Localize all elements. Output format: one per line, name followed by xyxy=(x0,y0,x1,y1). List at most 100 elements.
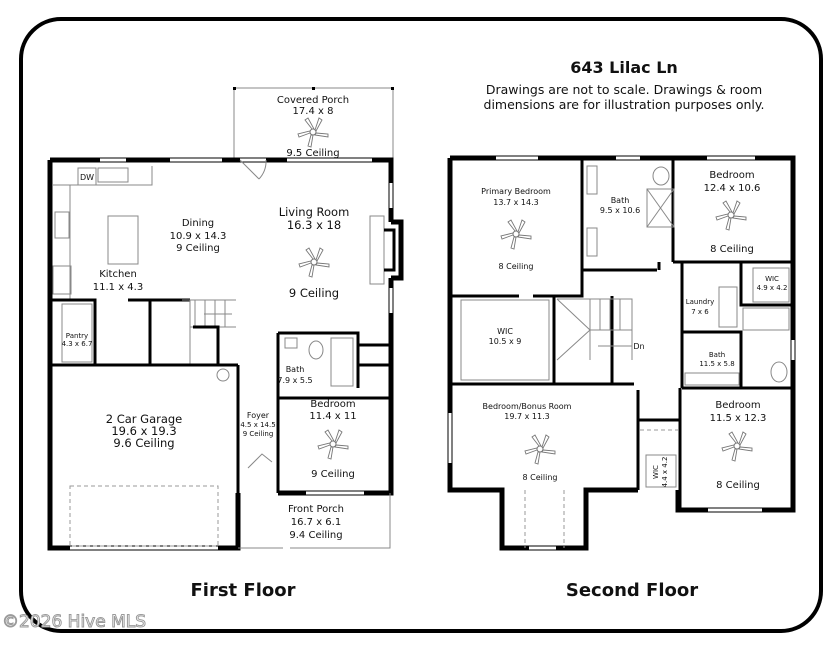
wic-primary-name: WIC xyxy=(497,327,513,336)
pantry-size: 4.3 x 6.7 xyxy=(62,340,93,348)
interior-walls xyxy=(580,158,793,272)
front-porch-ceiling: 9.4 Ceiling xyxy=(289,530,342,541)
first-floor-label: First Floor xyxy=(190,580,295,601)
wic-ne-size: 4.9 x 4.2 xyxy=(757,284,788,292)
covered-porch-ceiling: 9.5 Ceiling xyxy=(286,148,339,159)
bonus-room-size: 19.7 x 11.3 xyxy=(504,412,549,421)
disclaimer-line-1: Drawings are not to scale. Drawings & ro… xyxy=(486,82,762,97)
disclaimer-line-2: dimensions are for illustration purposes… xyxy=(484,97,765,112)
bath-size: 7.9 x 5.5 xyxy=(277,376,312,385)
fireplace-hearth xyxy=(369,215,385,285)
dishwasher-label: DW xyxy=(80,173,94,182)
watermark: ©2026 Hive MLS xyxy=(2,612,146,632)
bedroom-ceiling: 9 Ceiling xyxy=(311,469,355,480)
covered-porch-size: 17.4 x 8 xyxy=(293,106,334,117)
bedroom-ne-ceiling: 8 Ceiling xyxy=(710,244,754,255)
bathtub xyxy=(330,337,354,387)
toilet xyxy=(308,340,324,360)
wic-se-size: 4.4 x 4.2 xyxy=(661,457,669,488)
wic-se-label-group: WIC 4.4 x 4.2 xyxy=(652,457,669,488)
bedroom-se-name: Bedroom xyxy=(715,400,760,411)
refrigerator xyxy=(52,265,72,295)
laundry-size: 7 x 6 xyxy=(691,308,709,316)
living-room-ceiling: 9 Ceiling xyxy=(289,286,339,300)
bath-bedroom-walls xyxy=(236,331,390,493)
stairs-down-label: Dn xyxy=(633,342,644,351)
laundry-name: Laundry xyxy=(686,298,715,306)
closet-shelving xyxy=(752,267,790,303)
porch-post xyxy=(391,87,394,90)
garage-size: 19.6 x 19.3 xyxy=(111,424,176,438)
second-floor-plan: Primary Bedroom 13.7 x 14.3 8 Ceiling Ba… xyxy=(447,155,796,551)
dining-name: Dining xyxy=(182,218,214,229)
primary-bath-name: Bath xyxy=(611,196,630,205)
foyer-name: Foyer xyxy=(247,411,270,420)
toilet xyxy=(770,361,788,383)
primary-bedroom-name: Primary Bedroom xyxy=(481,187,551,196)
dashed-outlines xyxy=(524,429,678,548)
interior-walls xyxy=(636,388,682,510)
hall-bath-size: 11.5 x 5.8 xyxy=(699,360,734,368)
ceiling-fan-icon xyxy=(317,429,349,460)
double-vanity xyxy=(684,372,740,386)
toilet xyxy=(652,166,670,186)
first-floor-plan: DW Covered Porch 17.4 x 8 9.5 Ceiling Di… xyxy=(47,87,404,551)
primary-bedroom-size: 13.7 x 14.3 xyxy=(493,198,538,207)
ceiling-fan-icon xyxy=(500,219,532,250)
interior-walls xyxy=(450,270,634,386)
garage-ceiling: 9.6 Ceiling xyxy=(113,436,174,450)
bedroom-se-ceiling: 8 Ceiling xyxy=(716,480,760,491)
bathtub xyxy=(742,307,790,331)
foyer-size: 4.5 x 14.5 xyxy=(240,421,275,429)
kitchen-counters xyxy=(53,166,153,300)
covered-porch-name: Covered Porch xyxy=(277,95,349,106)
washer-dryer xyxy=(718,286,738,328)
ceiling-fan-icon xyxy=(298,247,330,278)
living-room-size: 16.3 x 18 xyxy=(287,218,341,232)
stairs xyxy=(556,298,633,361)
front-porch-name: Front Porch xyxy=(288,504,344,515)
bedroom-name: Bedroom xyxy=(310,399,355,410)
foyer-ceiling: 9 Ceiling xyxy=(243,430,274,438)
interior-walls xyxy=(680,262,793,390)
water-heater xyxy=(216,368,230,382)
fireplace-bump xyxy=(391,219,404,281)
address-title: 643 Lilac Ln xyxy=(570,58,678,77)
range xyxy=(54,211,70,239)
fireplace xyxy=(384,228,396,272)
bedroom-ne-size: 12.4 x 10.6 xyxy=(704,183,761,194)
ceiling-fan-icon xyxy=(715,200,747,231)
front-porch-size: 16.7 x 6.1 xyxy=(291,517,341,528)
garage-door-outline xyxy=(69,485,219,547)
kitchen-sink xyxy=(97,167,129,183)
wic-se-name: WIC xyxy=(652,465,660,479)
dining-ceiling: 9 Ceiling xyxy=(176,243,220,254)
vanity-sink xyxy=(586,227,598,257)
bedroom-se-size: 11.5 x 12.3 xyxy=(710,413,767,424)
pantry-shelving xyxy=(61,303,93,363)
stairs xyxy=(182,299,236,365)
bath-name: Bath xyxy=(286,365,305,374)
bath-sink xyxy=(284,337,298,349)
closet-shelving xyxy=(645,454,677,488)
second-floor-exterior-walls xyxy=(447,155,796,551)
porch-post xyxy=(233,87,236,90)
ceiling-fan-icon xyxy=(721,431,753,462)
stair-walls xyxy=(193,325,220,365)
sheet-border xyxy=(19,17,823,633)
bedroom-size: 11.4 x 11 xyxy=(309,411,356,422)
bonus-room-name: Bedroom/Bonus Room xyxy=(483,402,572,411)
ceiling-fan-icon xyxy=(297,117,329,148)
vanity-sink xyxy=(586,165,598,195)
kitchen-name: Kitchen xyxy=(99,269,137,280)
porch-door-swing xyxy=(239,159,267,180)
primary-bath-size: 9.5 x 10.6 xyxy=(600,206,640,215)
primary-bedroom-ceiling: 8 Ceiling xyxy=(499,262,534,271)
front-door-swing xyxy=(247,453,273,469)
dining-size: 10.9 x 14.3 xyxy=(170,231,227,242)
living-room-name: Living Room xyxy=(279,205,350,219)
second-floor-label: Second Floor xyxy=(566,580,698,601)
kitchen-island xyxy=(107,215,139,265)
closet-shelving xyxy=(460,299,550,381)
